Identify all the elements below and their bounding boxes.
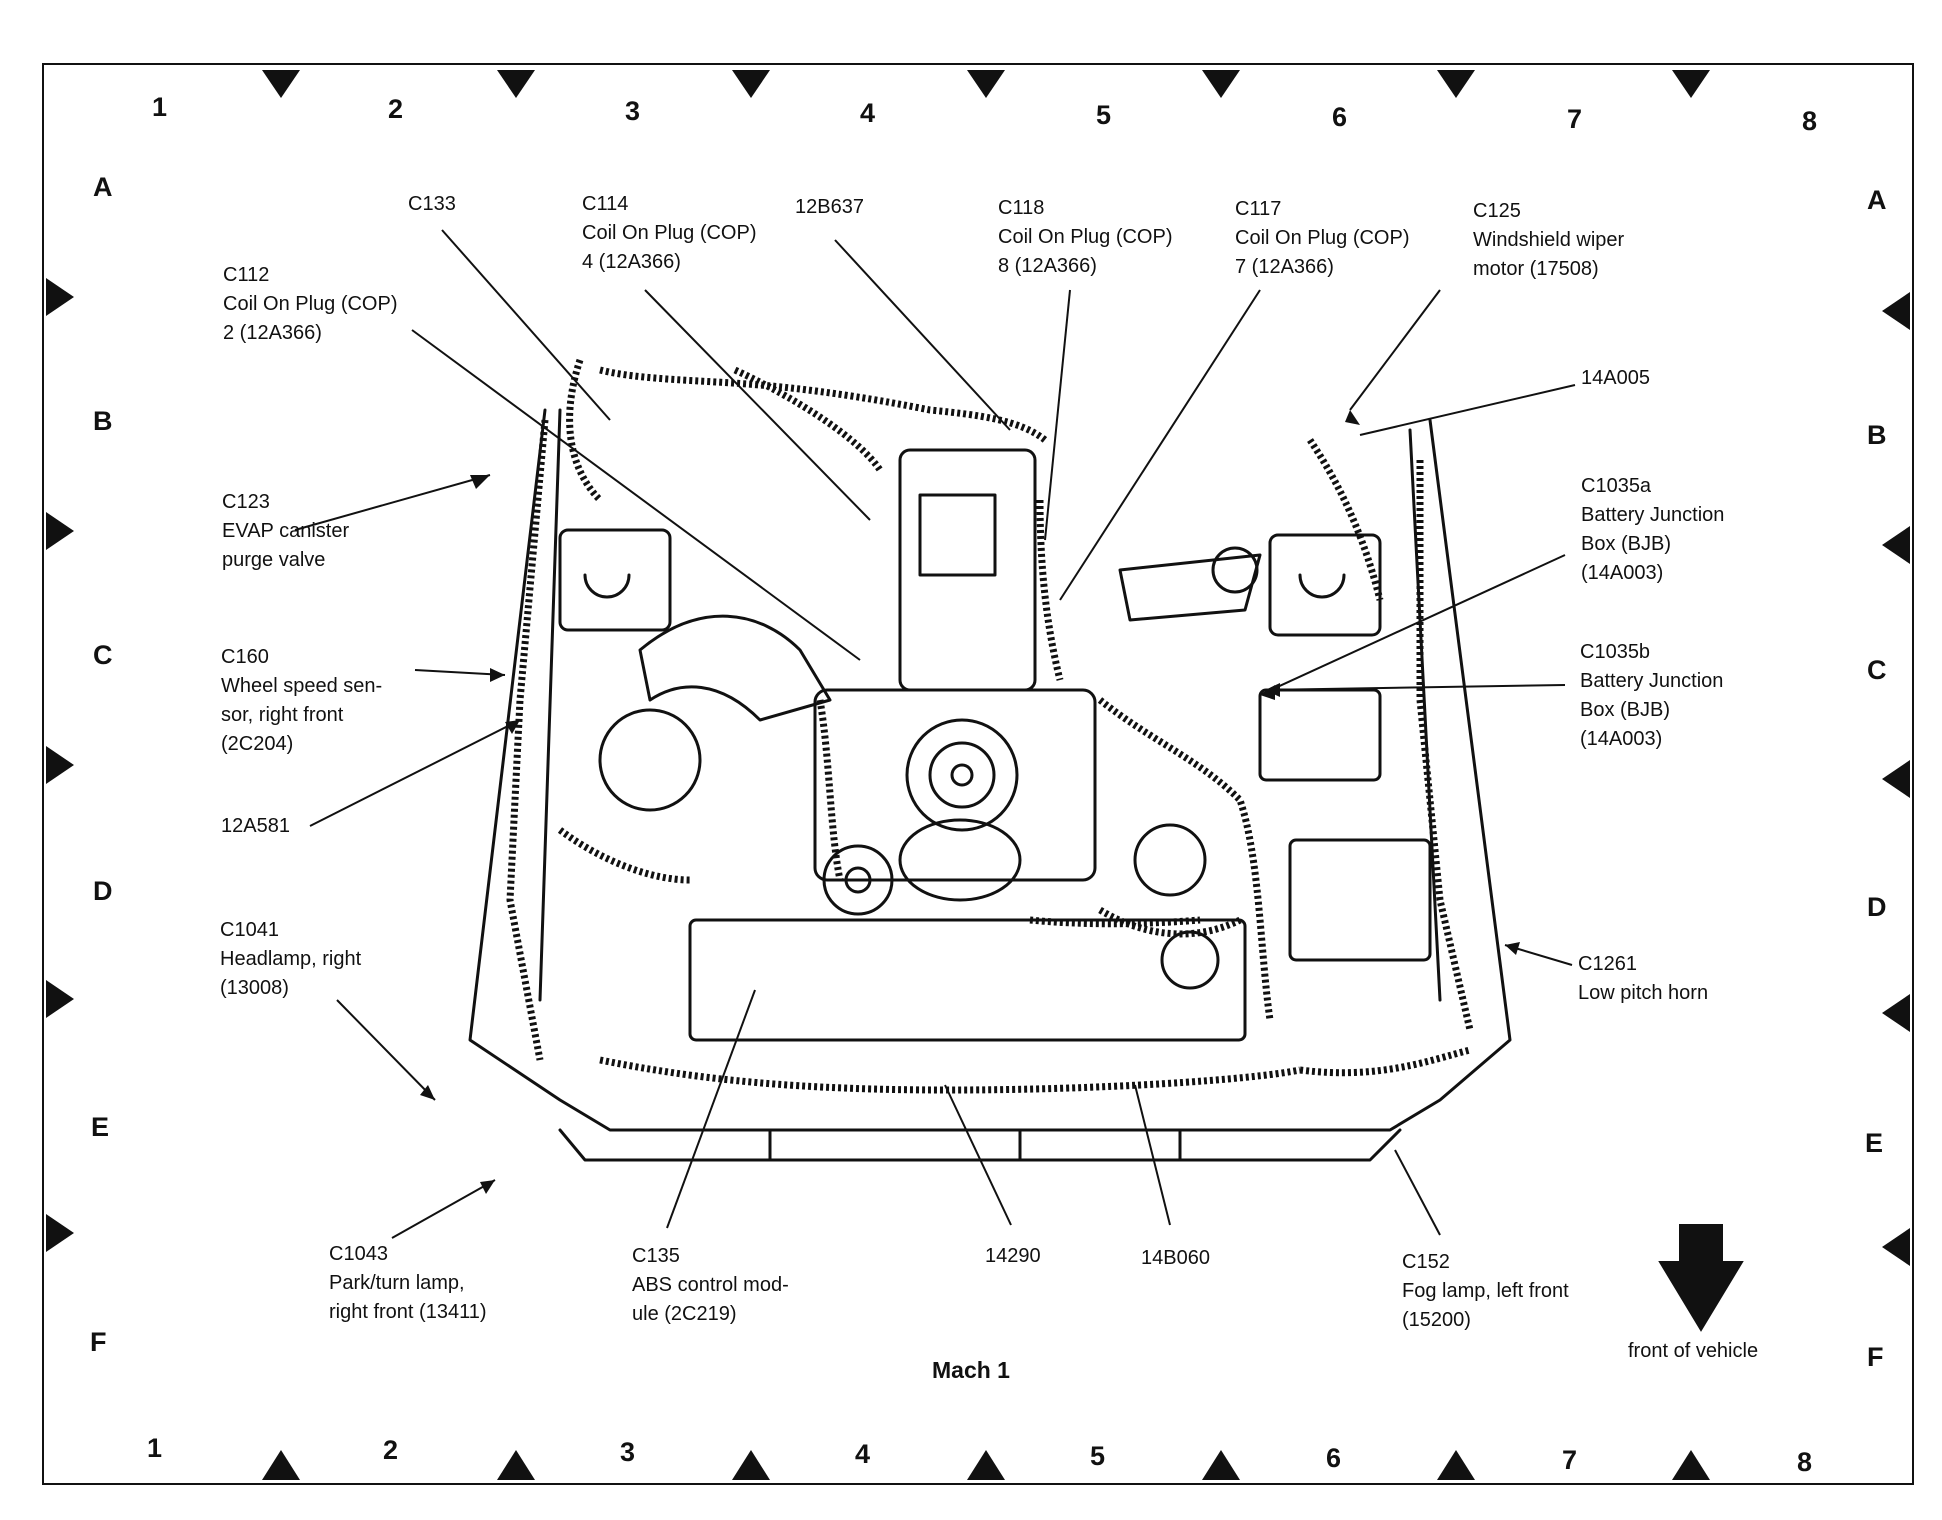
col-top-7: 7: [1567, 104, 1583, 134]
callout-12a581: 12A581: [221, 815, 290, 837]
callout-c133: C133: [408, 193, 456, 215]
leader-lines: [294, 229, 1576, 1239]
col-top-8: 8: [1802, 106, 1818, 136]
row-left-F: F: [90, 1327, 107, 1357]
col-bottom-2: 2: [383, 1435, 399, 1465]
col-bottom-6: 6: [1326, 1443, 1342, 1473]
row-left-D: D: [93, 876, 113, 906]
col-top-1: 1: [152, 92, 168, 122]
top-grid-markers: [262, 70, 1710, 98]
col-bottom-4: 4: [855, 1439, 871, 1469]
row-left-B: B: [93, 406, 113, 436]
wiring-harness: [506, 358, 1474, 1094]
bottom-grid-markers: [262, 1450, 1710, 1480]
row-left-C: C: [93, 640, 113, 670]
col-top-4: 4: [860, 98, 876, 128]
row-left-A: A: [93, 172, 113, 202]
left-grid-markers: [46, 278, 74, 1252]
engine-drawing: [468, 408, 1512, 1162]
callout-14a005: 14A005: [1581, 367, 1650, 389]
col-top-3: 3: [625, 96, 641, 126]
leader-arrowheads: [420, 410, 1520, 1194]
diagram-border: [42, 63, 1914, 1485]
right-grid-markers: [1882, 292, 1910, 1266]
col-bottom-7: 7: [1562, 1445, 1578, 1475]
col-top-2: 2: [388, 94, 404, 124]
row-left-E: E: [91, 1112, 110, 1142]
row-right-E: E: [1865, 1128, 1884, 1158]
callout-12b637: 12B637: [795, 196, 864, 218]
col-bottom-5: 5: [1090, 1441, 1106, 1471]
col-bottom-8: 8: [1797, 1447, 1813, 1477]
front-arrow-icon: [1658, 1224, 1744, 1332]
col-top-6: 6: [1332, 102, 1348, 132]
row-right-B: B: [1867, 420, 1887, 450]
front-of-vehicle-label: front of vehicle: [1628, 1340, 1759, 1362]
callout-14b060: 14B060: [1141, 1247, 1210, 1269]
diagram-title: Mach 1: [932, 1357, 1010, 1383]
col-bottom-1: 1: [147, 1433, 163, 1463]
row-right-C: C: [1867, 655, 1887, 685]
row-right-D: D: [1867, 892, 1887, 922]
callout-14290: 14290: [985, 1245, 1041, 1267]
col-top-5: 5: [1096, 100, 1112, 130]
row-right-F: F: [1867, 1342, 1884, 1372]
col-bottom-3: 3: [620, 1437, 636, 1467]
row-right-A: A: [1867, 185, 1887, 215]
